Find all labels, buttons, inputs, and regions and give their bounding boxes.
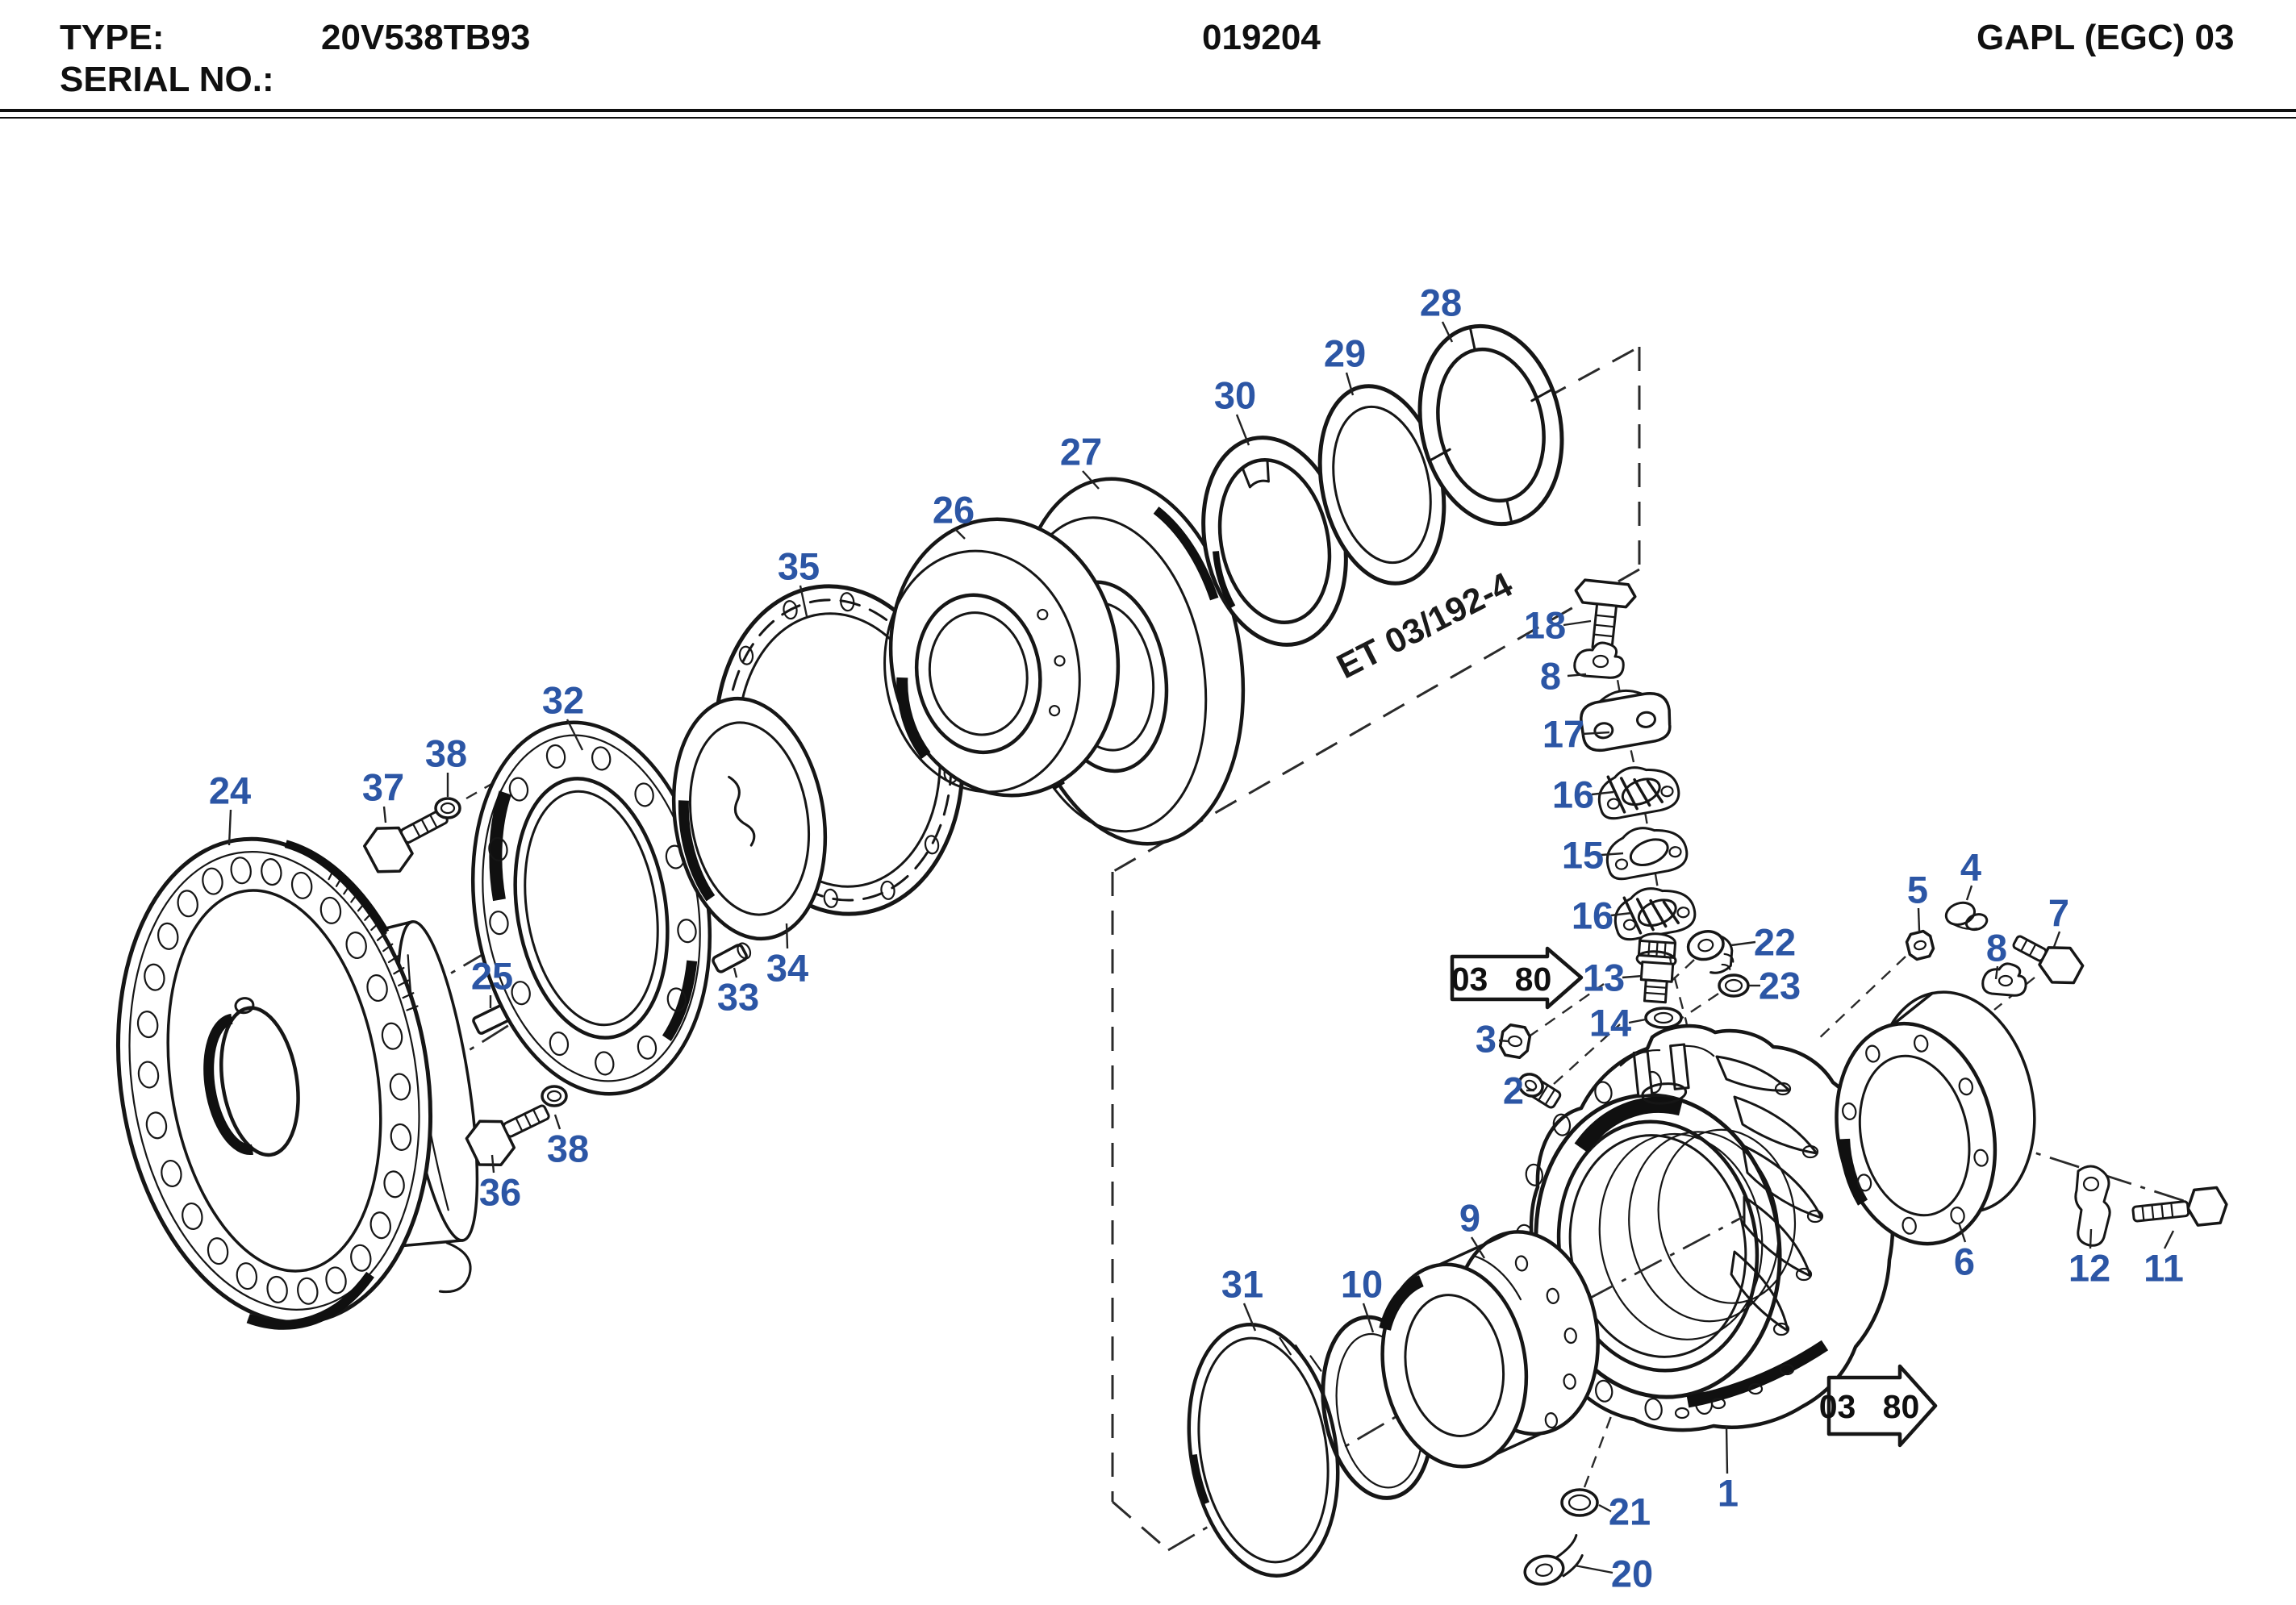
- part-23-seal-ring: [1718, 973, 1750, 998]
- part-28-slotted-ring-nut: [1417, 323, 1564, 527]
- part-callout-18: 18: [1524, 604, 1566, 647]
- part-callout-1: 1: [1718, 1472, 1739, 1515]
- part-17-cover: [1580, 689, 1672, 752]
- part-callout-26: 26: [933, 489, 975, 532]
- nav-tag-left: 03 80: [1450, 946, 1584, 1010]
- part-callout-13: 13: [1583, 957, 1625, 999]
- part-callout-5: 5: [1907, 869, 1928, 911]
- part-callout-28: 28: [1420, 281, 1462, 324]
- part-15-flange: [1605, 827, 1689, 881]
- nav-tag-right: 03 80: [1819, 1364, 1938, 1448]
- et-reference-note: ET 03/192-4: [1331, 565, 1519, 686]
- part-callout-17: 17: [1542, 713, 1584, 756]
- part-callout-6: 6: [1954, 1240, 1975, 1283]
- part-38-washer-upper: [434, 797, 461, 819]
- part-13-breather: [1635, 932, 1677, 1004]
- part-34-shaft-seal: [671, 696, 828, 941]
- part-2-socket-bolt: [1517, 1073, 1562, 1109]
- part-26-ball-bearing: [883, 517, 1121, 798]
- part-1-converter-housing: [1515, 1023, 1895, 1432]
- part-callout-37: 37: [362, 766, 404, 809]
- part-18-hex-bolt: [1574, 578, 1637, 651]
- part-callout-11: 11: [2144, 1247, 2184, 1290]
- doc-number: 019204: [1202, 18, 1321, 57]
- flywheel-hub-bore: [203, 997, 300, 1157]
- part-callout-9: 9: [1459, 1197, 1480, 1240]
- part-5-hex-nut: [1905, 929, 1935, 961]
- part-21-seal-ring: [1560, 1488, 1599, 1517]
- part-8-clamp-right: [1981, 962, 2027, 997]
- part-12-bracket: [2074, 1165, 2111, 1247]
- part-callout-3: 3: [1476, 1018, 1497, 1061]
- part-callout-7: 7: [2048, 892, 2069, 935]
- part-callout-10: 10: [1341, 1263, 1383, 1306]
- part-callout-27: 27: [1060, 431, 1102, 473]
- part-callout-16: 16: [1572, 894, 1613, 937]
- part-22-screw-plug: [1686, 930, 1735, 974]
- part-callout-23: 23: [1759, 965, 1801, 1007]
- part-16-flange-lower: [1613, 887, 1697, 941]
- part-callout-22: 22: [1754, 921, 1796, 964]
- part-callout-35: 35: [778, 545, 820, 588]
- part-callout-24: 24: [209, 769, 251, 812]
- part-3-hex-nut: [1498, 1023, 1532, 1060]
- part-callout-21: 21: [1609, 1490, 1651, 1533]
- part-16-flange-upper: [1597, 766, 1680, 820]
- part-30-thrust-washer: [1201, 436, 1348, 647]
- housing-bottom-flange-holes: [1674, 1363, 1795, 1419]
- part-callout-36: 36: [479, 1171, 521, 1214]
- type-value: 20V538TB93: [321, 18, 531, 57]
- part-callout-38: 38: [425, 732, 467, 775]
- part-callout-12: 12: [2068, 1247, 2110, 1290]
- flywheel-bolt-holes: [136, 857, 412, 1305]
- drum-holes: [1514, 1255, 1577, 1429]
- part-9-piston-drum: [1379, 1230, 1600, 1469]
- part-callout-33: 33: [717, 976, 759, 1019]
- part-8-clamp-upper: [1573, 641, 1625, 679]
- part-11-hex-bolt: [2131, 1186, 2228, 1227]
- part-callout-4: 4: [1960, 846, 1981, 889]
- part-32-output-flange: [470, 720, 712, 1096]
- part-callout-31: 31: [1221, 1263, 1263, 1306]
- part-callout-25: 25: [471, 955, 513, 998]
- part-31-snap-ring-large: [1187, 1323, 1340, 1578]
- part-callout-8: 8: [1986, 927, 2007, 969]
- part-callout-38: 38: [547, 1128, 589, 1170]
- nav-tag-right-text: 03 80: [1819, 1388, 1920, 1425]
- serial-label: SERIAL NO.:: [60, 60, 274, 99]
- part-callout-30: 30: [1214, 374, 1256, 417]
- carrier-bolt-holes: [1842, 1034, 1989, 1235]
- part-6-bearing-carrier: [1835, 990, 2036, 1246]
- part-callout-34: 34: [766, 947, 808, 990]
- housing-breather-boss: [1619, 1043, 1715, 1105]
- part-callout-8: 8: [1540, 655, 1561, 698]
- part-33-screw-plug: [712, 942, 752, 973]
- part-20-drain-plug: [1523, 1533, 1584, 1586]
- type-label: TYPE:: [60, 18, 165, 57]
- part-7-hex-bolt: [2012, 935, 2085, 985]
- housing-bell-opening: [1515, 1070, 1797, 1421]
- part-37-hex-bolt: [363, 808, 449, 873]
- part-callout-32: 32: [542, 679, 584, 722]
- section-code: GAPL (EGC) 03: [1977, 18, 2235, 57]
- part-14-sealing-washer: [1644, 1007, 1683, 1029]
- header-rule-bottom: [0, 117, 2296, 119]
- header-rule-top: [0, 109, 2296, 112]
- part-4-plug: [1944, 901, 1989, 932]
- part-callout-2: 2: [1503, 1069, 1524, 1112]
- part-callout-15: 15: [1562, 834, 1604, 877]
- flange-bolt-holes: [488, 744, 697, 1076]
- leader-lines: [228, 321, 2175, 1574]
- part-callout-14: 14: [1589, 1002, 1631, 1044]
- nav-tag-left-text: 03 80: [1451, 961, 1552, 998]
- part-24-flywheel: [115, 836, 479, 1330]
- part-callout-29: 29: [1324, 332, 1366, 375]
- part-36-hex-bolt: [465, 1104, 550, 1166]
- part-callout-16: 16: [1552, 773, 1594, 816]
- part-38-washer-lower: [541, 1085, 568, 1107]
- part-callout-20: 20: [1611, 1553, 1653, 1595]
